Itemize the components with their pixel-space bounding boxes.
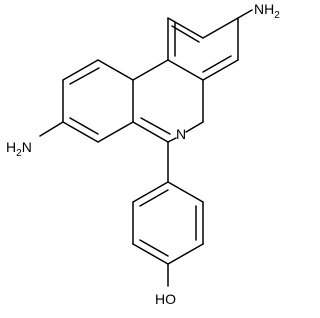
bond [139,239,169,257]
bond [69,117,99,135]
bond [167,243,204,265]
bond [202,17,239,39]
bond [62,121,99,143]
bond [132,181,169,203]
bond [132,121,169,143]
bond [140,117,171,135]
hydroxyl-label: HO [155,291,176,307]
bond [132,59,169,81]
structure-canvas: NH2 H2N N HO [6,1,281,307]
h2n-left-label: H2N [6,139,32,159]
bond [202,59,239,81]
bond [39,121,64,137]
ring-a [167,9,253,81]
bond [202,55,232,73]
molecule-drawing: NH2 H2N N HO [6,1,280,307]
bond [97,121,134,143]
bond [167,17,204,39]
bond [237,9,253,19]
bond [167,181,204,203]
bond [139,189,169,207]
bond [69,67,100,85]
ring-b [132,59,204,143]
bond [132,243,169,265]
bond [97,59,134,81]
nh2-top-label: NH2 [254,1,280,21]
bond [185,121,204,133]
ring-d [132,181,204,287]
ring-nitrogen-label: N [176,126,186,142]
bond [167,137,177,143]
bond [167,59,204,81]
bond [171,25,200,43]
ring-c [39,59,134,143]
bond [62,59,99,81]
